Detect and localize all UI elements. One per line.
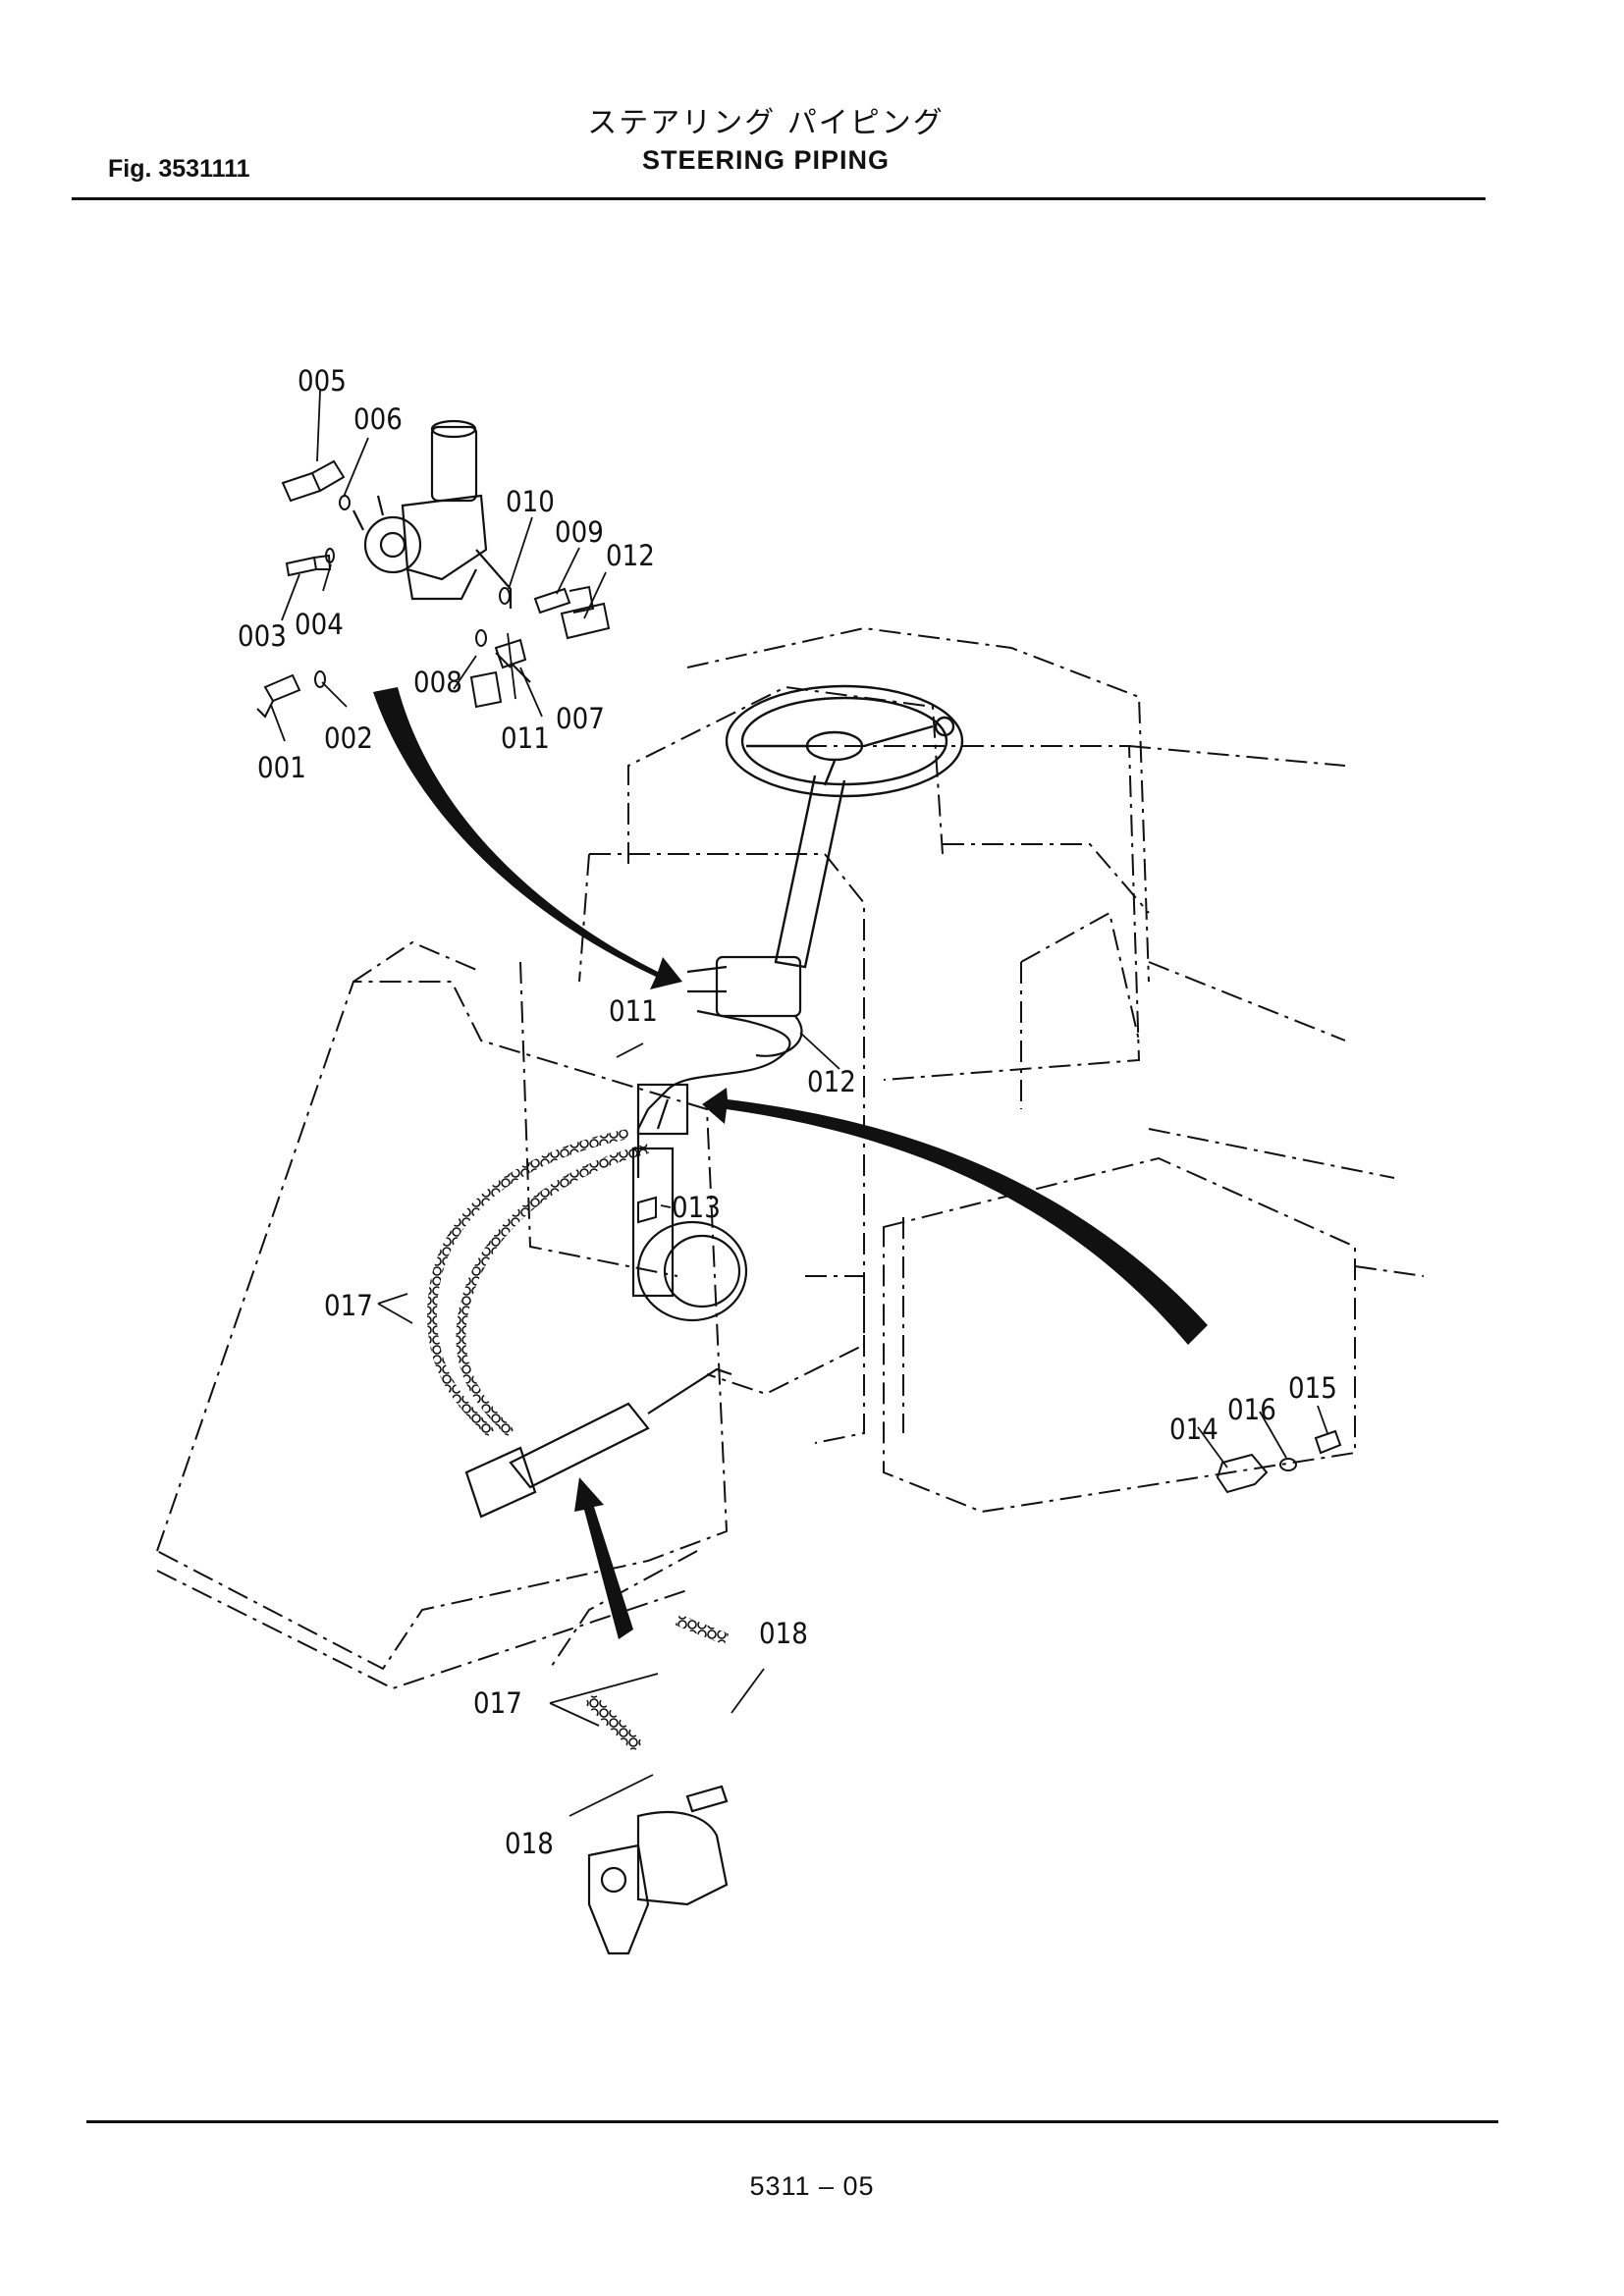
- steering-wheel: [725, 684, 964, 969]
- callout-013: 013: [672, 1191, 721, 1224]
- callout-011: 011: [609, 994, 658, 1028]
- callout-009: 009: [555, 515, 604, 549]
- steering-valve-assembly: [631, 955, 803, 1322]
- callout-017-upper: 017: [324, 1289, 373, 1322]
- callout-005: 005: [298, 364, 347, 398]
- hydraulic-hoses: [426, 1129, 730, 1752]
- machine-outline: [155, 626, 1425, 1690]
- leader-lines: [270, 390, 1328, 1817]
- header-rule: [72, 197, 1486, 200]
- pointer-arrows: [373, 687, 1208, 1639]
- callout-018-lower: 018: [505, 1827, 554, 1860]
- callout-004: 004: [295, 608, 344, 641]
- callout-018-upper: 018: [759, 1617, 808, 1650]
- callout-003: 003: [238, 619, 287, 653]
- callout-016: 016: [1227, 1393, 1276, 1426]
- figure-number: Fig. 3531111: [108, 155, 250, 183]
- callout-014: 014: [1169, 1413, 1218, 1446]
- callout-006: 006: [353, 402, 403, 436]
- pump-top-detail: [352, 419, 513, 609]
- steering-cylinder: [464, 1367, 732, 1955]
- title-japanese: ステアリング パイピング: [587, 106, 945, 140]
- part-callouts: 005 006 010 009 012 003 004 008 007 011 …: [238, 364, 1337, 1860]
- callout-008: 008: [413, 666, 462, 699]
- fittings: [256, 459, 1342, 1494]
- callout-012-top: 012: [606, 539, 655, 572]
- footer-rule: [86, 2120, 1498, 2123]
- callout-010: 010: [506, 485, 555, 518]
- callout-002: 002: [324, 721, 373, 755]
- callout-001: 001: [257, 751, 306, 784]
- callout-007: 007: [556, 702, 605, 735]
- callout-011-top: 011: [501, 721, 550, 755]
- page-number: 5311 – 05: [749, 2171, 875, 2201]
- callout-017-lower: 017: [473, 1686, 522, 1720]
- callout-015: 015: [1288, 1371, 1337, 1405]
- page-title: STEERING PIPING: [641, 145, 891, 175]
- callout-012: 012: [807, 1065, 856, 1098]
